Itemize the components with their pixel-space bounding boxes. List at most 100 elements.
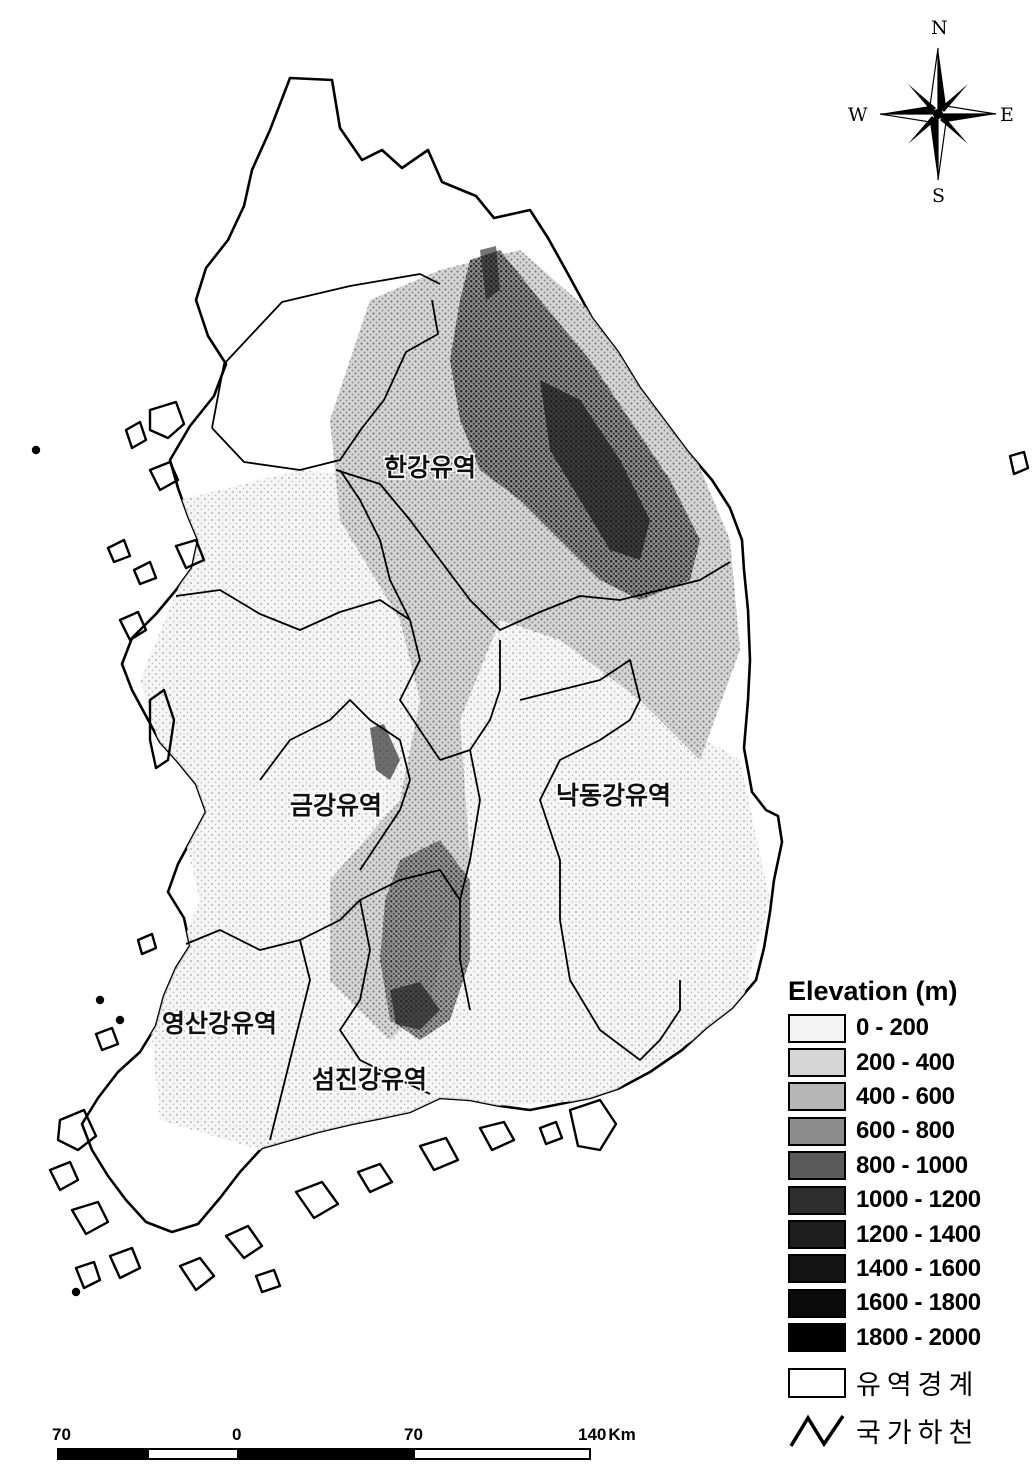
basin-boundary-north-han (211, 273, 441, 429)
island-west-2 (148, 460, 180, 492)
basin-boundary-geum-north (175, 589, 411, 631)
legend-boundary-label: 유역경계 (856, 1370, 980, 1402)
island-dokdo-region (1008, 450, 1030, 476)
island-west-3 (106, 538, 132, 564)
legend-range-label: 1000 - 1200 (856, 1186, 981, 1214)
island-geoje (568, 1098, 618, 1152)
basin-boundary-nakdong-inner (519, 659, 681, 1061)
legend-class-row: 800 - 1000 (788, 1149, 1032, 1183)
island-west-8 (94, 1026, 120, 1052)
scale-label-1: 0 (232, 1425, 241, 1444)
legend-swatch (788, 1185, 846, 1215)
legend-river-row: 국가하천 (788, 1411, 1032, 1451)
island-west-5 (174, 538, 206, 570)
island-west-dot-2 (115, 1015, 125, 1025)
island-southwest-5 (74, 1260, 102, 1290)
legend-class-row: 400 - 600 (788, 1080, 1032, 1114)
scale-unit: Km (608, 1425, 635, 1444)
island-south-1 (178, 1256, 216, 1292)
legend-class-row: 600 - 800 (788, 1114, 1032, 1148)
legend-range-label: 1800 - 2000 (856, 1323, 981, 1351)
legend-class-list: 0 - 200 200 - 400 400 - 600 600 - 800 800 - … (788, 1011, 1032, 1355)
scale-segment-1 (57, 1448, 149, 1460)
island-west-6 (118, 610, 148, 642)
region-labels: 한강유역 낙동강유역 금강유역 영산강유역 섬진강유역 (161, 452, 673, 1096)
legend-range-label: 600 - 800 (856, 1117, 955, 1145)
region-label-seomjin: 섬진강유역 (312, 1065, 427, 1094)
basin-boundary-nakdong-west (459, 749, 481, 1011)
island-southwest-dot (71, 1287, 81, 1297)
region-label-geum: 금강유역 (290, 791, 382, 820)
island-south-6 (478, 1120, 516, 1152)
island-ganghwa (148, 400, 186, 440)
basin-boundary-geum-west (259, 699, 411, 871)
legend-range-label: 200 - 400 (856, 1048, 955, 1076)
legend-swatch (788, 1116, 846, 1146)
legend-swatch (788, 1048, 846, 1078)
island-south-3 (294, 1180, 340, 1220)
island-south-7 (538, 1120, 564, 1146)
mainland (80, 76, 784, 1234)
legend-swatch (788, 1323, 846, 1353)
compass-east: E (1000, 104, 1014, 126)
island-south-8 (254, 1268, 282, 1294)
legend-swatch (788, 1254, 846, 1284)
legend-range-label: 1600 - 1800 (856, 1289, 981, 1317)
island-west-4 (132, 560, 158, 586)
islands (31, 400, 1030, 1297)
legend-class-row: 1400 - 1600 (788, 1252, 1032, 1286)
elevation-legend: Elevation (m) 0 - 200 200 - 400 400 - 600 6… (788, 976, 1032, 1451)
island-anmyeon (148, 688, 176, 770)
basin-boundary-geum-south (185, 869, 461, 951)
compass-star-icon (879, 47, 997, 181)
island-southwest-4 (108, 1246, 142, 1280)
legend-class-row: 1200 - 1400 (788, 1217, 1032, 1251)
basin-boundary-han-nakdong (335, 469, 731, 631)
basin-boundary-han-south (211, 299, 439, 471)
legend-class-row: 200 - 400 (788, 1045, 1032, 1079)
legend-boundary-row: 유역경계 (788, 1363, 1032, 1403)
island-south-4 (356, 1162, 394, 1194)
basin-boundary-swatch (788, 1367, 846, 1398)
elevation-zone-peak-4 (390, 982, 440, 1030)
island-southwest-3 (70, 1200, 110, 1236)
region-label-han: 한강유역 (384, 453, 476, 482)
scale-label-0: 70 (52, 1425, 71, 1444)
basin-boundary-yeongsan-seomjin (269, 939, 311, 1141)
scale-segment-2 (147, 1448, 239, 1460)
compass-south: S (932, 185, 945, 207)
legend-class-row: 1800 - 2000 (788, 1321, 1032, 1355)
island-far-west (31, 445, 41, 455)
compass-rose: N S E W (848, 17, 1014, 207)
island-west-7 (136, 932, 158, 956)
island-southwest-2 (48, 1160, 80, 1192)
legend-swatch (788, 1288, 846, 1318)
compass-west: W (848, 104, 868, 126)
legend-range-label: 800 - 1000 (856, 1151, 968, 1179)
basin-boundary-seomjin-nakdong (339, 899, 431, 1095)
island-west-dot-1 (95, 995, 105, 1005)
legend-swatch (788, 1082, 846, 1112)
legend-class-row: 0 - 200 (788, 1011, 1032, 1045)
legend-range-label: 1200 - 1400 (856, 1220, 981, 1248)
legend-title: Elevation (m) (788, 976, 958, 1006)
legend-range-label: 1400 - 1600 (856, 1254, 981, 1282)
legend-swatch (788, 1220, 846, 1250)
legend-swatch (788, 1151, 846, 1181)
river-line-icon (789, 1414, 845, 1448)
region-label-nakdong: 낙동강유역 (556, 781, 671, 810)
elevation-zone-peak-2 (480, 246, 500, 300)
legend-river-label: 국가하천 (856, 1418, 980, 1450)
legend-range-label: 0 - 200 (856, 1014, 929, 1042)
legend-range-label: 400 - 600 (856, 1082, 955, 1110)
scale-segment-3 (237, 1448, 415, 1460)
scale-label-2: 70 (404, 1425, 423, 1444)
elevation-zone-peak-3 (370, 724, 400, 780)
legend-class-row: 1000 - 1200 (788, 1183, 1032, 1217)
island-west-1 (124, 420, 148, 450)
basin-boundaries (175, 273, 731, 1141)
island-south-2 (224, 1224, 264, 1260)
island-southwest-1 (56, 1108, 98, 1152)
